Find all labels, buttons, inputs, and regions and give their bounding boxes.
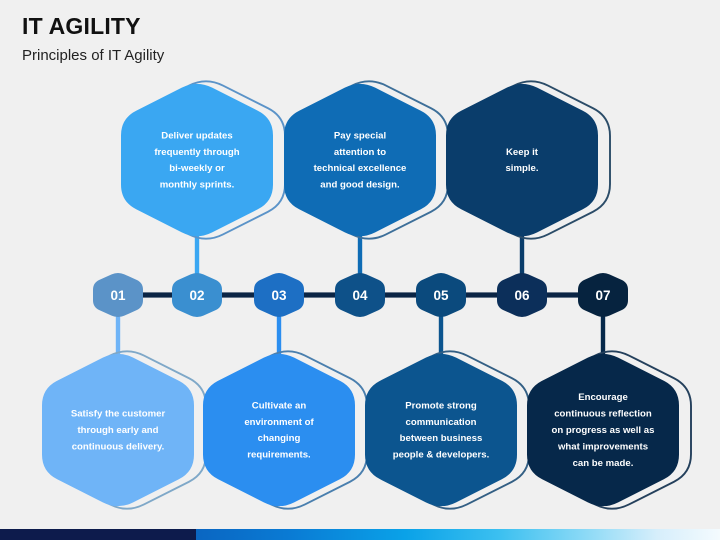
header: IT AGILITY Principles of IT Agility (22, 13, 165, 65)
number-label-05: 05 (433, 288, 449, 303)
stem-connector-01 (115, 312, 121, 354)
stem-connector-05 (438, 312, 444, 354)
principle-hexagon-01 (42, 353, 194, 507)
principle-hexagon-03 (203, 353, 355, 507)
number-label-06: 06 (514, 288, 530, 303)
number-label-07: 07 (595, 288, 610, 303)
number-hexagon-06 (497, 272, 547, 318)
number-hexagons-group: 01 02 03 04 05 06 07 (93, 272, 628, 318)
principle-hexagon-05 (365, 353, 517, 507)
stem-connector-06 (519, 236, 525, 278)
stem-connector-04 (357, 236, 363, 278)
number-label-04: 04 (352, 288, 368, 303)
stem-connector-07 (600, 312, 606, 354)
principle-hexagon-07 (527, 353, 679, 507)
bottom-accent-bar (0, 529, 720, 540)
principle-hexagon-06 (446, 83, 598, 237)
page-title: IT AGILITY (22, 13, 141, 39)
principle-hexagon-02 (121, 83, 273, 237)
bottom-bar-gradient-segment (196, 529, 720, 540)
principle-hexagon-04 (284, 83, 436, 237)
number-label-01: 01 (110, 288, 126, 303)
stem-connectors-group (115, 236, 606, 354)
number-hexagon-03 (254, 272, 304, 318)
number-label-02: 02 (189, 288, 204, 303)
number-hexagon-01 (93, 272, 143, 318)
number-hexagon-02 (172, 272, 222, 318)
number-hexagon-07 (578, 272, 628, 318)
number-hexagon-05 (416, 272, 466, 318)
number-hexagon-04 (335, 272, 385, 318)
stem-connector-02 (194, 236, 200, 278)
stem-connector-03 (276, 312, 282, 354)
number-label-03: 03 (271, 288, 287, 303)
page-subtitle: Principles of IT Agility (22, 47, 165, 65)
bottom-bar-navy-segment (0, 529, 196, 540)
